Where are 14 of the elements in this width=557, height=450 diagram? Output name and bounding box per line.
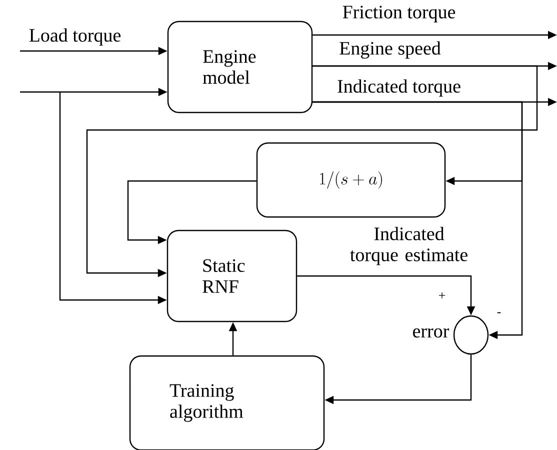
process-box: Static RNF (166, 230, 298, 322)
edge-label: Load torque (29, 28, 121, 46)
edge-label: Indicated torque estimate (350, 226, 468, 266)
node-caption: error (413, 328, 450, 338)
arrow (312, 101, 523, 186)
edge-label: Friction torque (342, 6, 456, 22)
sign-label: + (438, 292, 446, 298)
transfer-function-box: $1/(s+a)$ (256, 142, 446, 218)
sign-label: - (497, 312, 501, 314)
summing-junction (453, 315, 489, 355)
process-box: Engine model (167, 20, 313, 114)
process-box: Training algorithm (129, 355, 325, 450)
edge-label: Engine speed (340, 41, 441, 59)
edge-label: Indicated torque (338, 79, 460, 97)
